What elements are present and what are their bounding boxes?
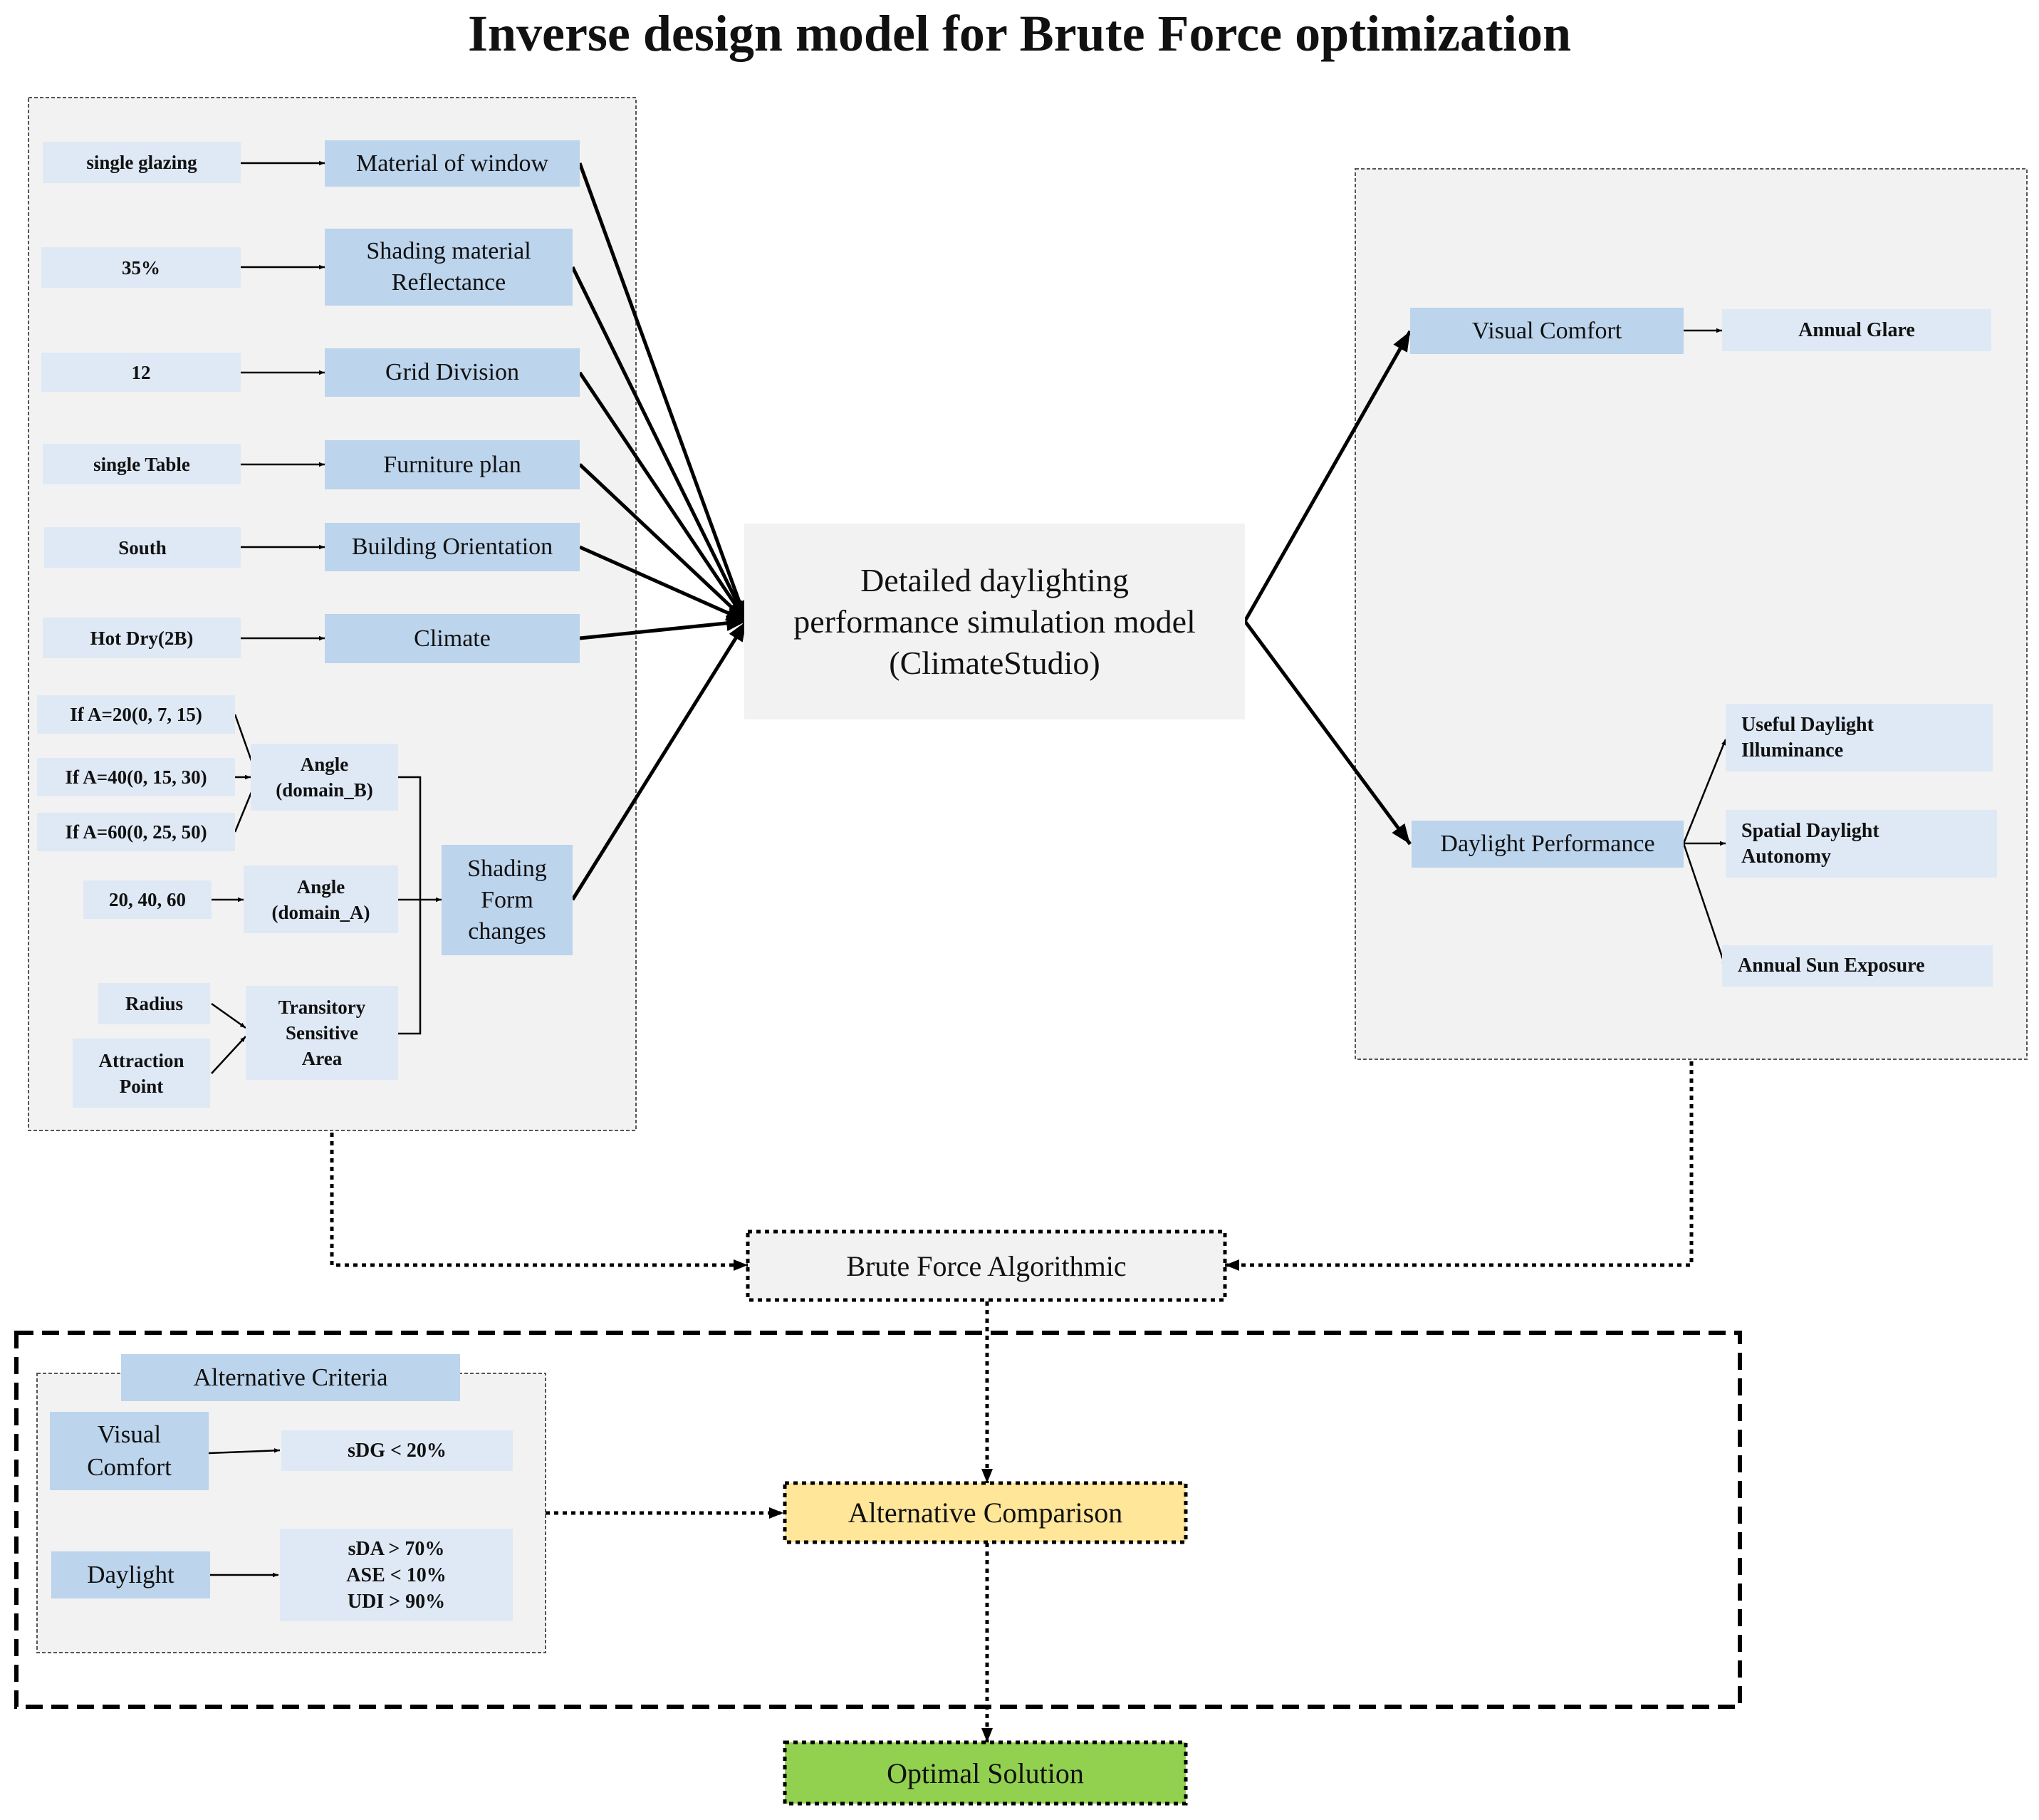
criteria-daylight-values: sDA > 70% ASE < 10% UDI > 90% xyxy=(280,1529,513,1621)
param-shading-reflectance: Shading material Reflectance xyxy=(325,229,573,306)
selection-region xyxy=(14,1331,1742,1709)
simulation-model: Detailed daylighting performance simulat… xyxy=(744,524,1245,719)
output-annual-sun-exposure: Annual Sun Exposure xyxy=(1722,945,1993,987)
value-grid-division: 12 xyxy=(41,353,241,392)
criteria-title: Alternative Criteria xyxy=(121,1354,460,1401)
angle-domain-a: Angle (domain_A) xyxy=(244,865,398,933)
radius: Radius xyxy=(98,983,210,1024)
output-spatial-daylight-autonomy: Spatial Daylight Autonomy xyxy=(1726,810,1997,878)
param-furniture-plan: Furniture plan xyxy=(325,440,580,489)
criteria-visual-value: sDG < 20% xyxy=(281,1430,513,1471)
output-visual-comfort: Visual Comfort xyxy=(1410,308,1684,354)
angle-a-value: 20, 40, 60 xyxy=(83,880,212,919)
transitory-sensitive-area: Transitory Sensitive Area xyxy=(246,986,398,1080)
outputs-panel xyxy=(1355,168,2028,1060)
param-grid-division: Grid Division xyxy=(325,348,580,397)
criteria-daylight: Daylight xyxy=(51,1551,210,1598)
shading-form-changes: Shading Form changes xyxy=(442,845,573,955)
angle-b-value-20: If A=20(0, 7, 15) xyxy=(37,695,235,734)
output-daylight-performance: Daylight Performance xyxy=(1412,821,1684,868)
comparison-box-border xyxy=(783,1481,1188,1544)
alternative-comparison: Alternative Comparison xyxy=(848,1497,1123,1529)
value-climate: Hot Dry(2B) xyxy=(43,618,241,658)
value-shading-reflectance: 35% xyxy=(41,247,241,288)
value-orientation: South xyxy=(44,527,241,568)
param-climate: Climate xyxy=(325,614,580,663)
output-useful-daylight-illuminance: Useful Daylight Illuminance xyxy=(1726,704,1993,771)
dotted-flow xyxy=(330,1061,1694,1742)
attraction-point: Attraction Point xyxy=(73,1039,210,1108)
input-arrows xyxy=(570,162,1412,901)
angle-b-value-40: If A=40(0, 15, 30) xyxy=(37,758,235,796)
param-building-orientation: Building Orientation xyxy=(325,523,580,571)
value-furniture-plan: single Table xyxy=(43,444,241,484)
criteria-visual-comfort: Visual Comfort xyxy=(50,1412,209,1490)
value-window-material: single glazing xyxy=(43,142,241,183)
optimal-box-border xyxy=(783,1740,1188,1806)
angle-domain-b: Angle (domain_B) xyxy=(251,744,398,811)
value-arrows xyxy=(211,160,442,1074)
param-window-material: Material of window xyxy=(325,140,580,187)
diagram-title: Inverse design model for Brute Force opt… xyxy=(467,5,1572,62)
output-arrows xyxy=(1682,328,1727,968)
angle-b-value-60: If A=60(0, 25, 50) xyxy=(37,813,235,851)
brute-force-algorithm: Brute Force Algorithmic xyxy=(846,1249,1127,1282)
algorithm-box-border xyxy=(746,1229,1227,1302)
output-annual-glare: Annual Glare xyxy=(1722,309,1991,351)
optimal-solution: Optimal Solution xyxy=(887,1757,1084,1789)
